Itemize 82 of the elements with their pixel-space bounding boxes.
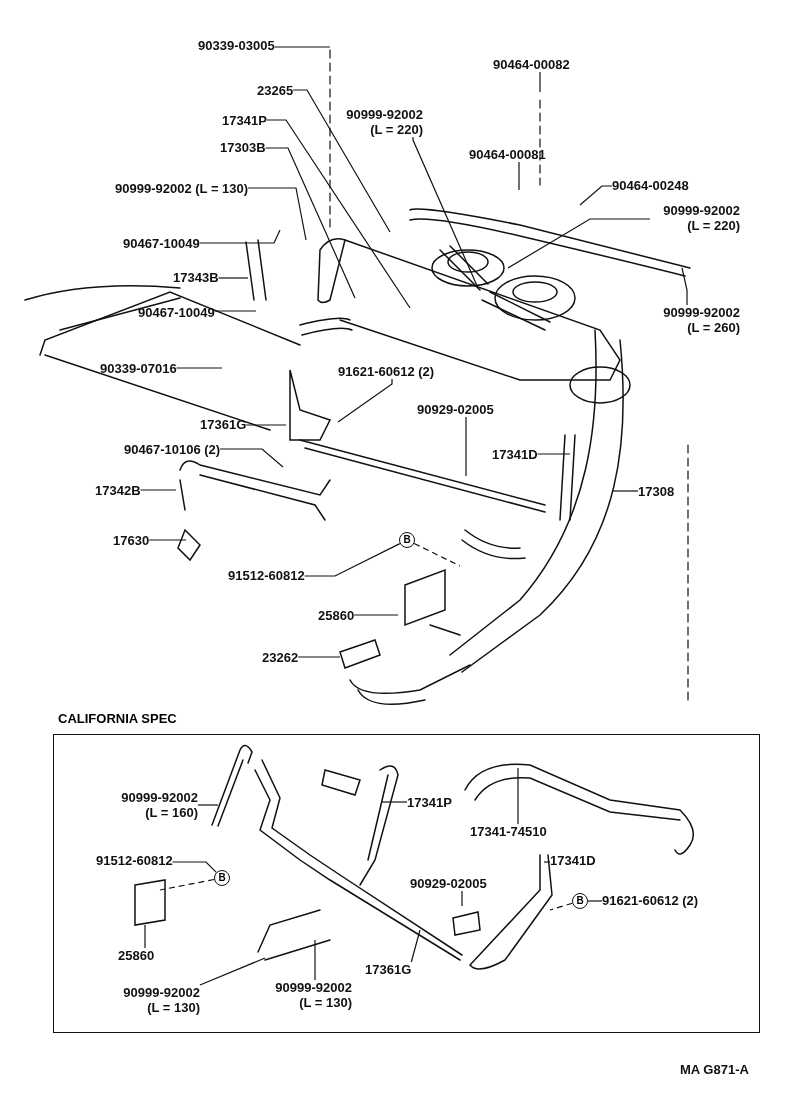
part-number: 17342B bbox=[95, 483, 141, 498]
part-number: 91512-60812 bbox=[96, 853, 173, 868]
leader-line bbox=[461, 890, 463, 907]
leader-line bbox=[266, 119, 411, 309]
leader-line bbox=[539, 71, 541, 93]
reference-circle: B bbox=[214, 870, 230, 886]
leader-line bbox=[337, 378, 393, 423]
part-number: 17308 bbox=[638, 484, 675, 499]
part-number: 91621-60612 (2) bbox=[338, 364, 435, 379]
part-number: 23265 bbox=[257, 83, 294, 98]
part-number: 23262 bbox=[262, 650, 299, 665]
leader-line bbox=[543, 861, 551, 863]
leader-line bbox=[536, 453, 571, 455]
part-number: 90467-10049 bbox=[138, 305, 215, 320]
leader-line bbox=[410, 929, 421, 963]
part-number: 90999-92002 (L = 260) bbox=[650, 305, 740, 335]
part-number: 90464-00082 bbox=[493, 57, 570, 72]
leader-line bbox=[217, 277, 249, 279]
part-number: 90999-92002 (L = 220) bbox=[333, 107, 423, 137]
leader-line bbox=[412, 136, 479, 289]
leader-line bbox=[297, 656, 341, 658]
part-number: 90999-92002 (L = 160) bbox=[108, 790, 198, 820]
reference-circle: B bbox=[572, 893, 588, 909]
part-number: 90999-92002 (L = 130) bbox=[110, 985, 200, 1015]
leader-line bbox=[579, 185, 613, 206]
leader-line bbox=[381, 801, 408, 803]
part-number: 90339-03005 bbox=[198, 38, 275, 53]
leader-line bbox=[199, 229, 281, 244]
leader-line bbox=[353, 614, 399, 616]
part-number: 90339-07016 bbox=[100, 361, 177, 376]
part-number: 90464-00248 bbox=[612, 178, 689, 193]
leader-line bbox=[214, 310, 257, 312]
part-number: 91621-60612 (2) bbox=[602, 893, 699, 908]
leader-line bbox=[518, 161, 520, 191]
drawing-code: MA G871-A bbox=[680, 1062, 749, 1077]
leader-line bbox=[144, 924, 146, 949]
leader-line bbox=[507, 218, 651, 269]
leader-line bbox=[465, 416, 467, 477]
leader-line bbox=[304, 543, 401, 577]
leader-line bbox=[292, 89, 391, 233]
part-number: 17341P bbox=[407, 795, 452, 810]
dashed-leader-line bbox=[413, 542, 461, 567]
leader-line bbox=[247, 187, 307, 241]
part-number: 90999-92002 (L = 220) bbox=[650, 203, 740, 233]
leader-line bbox=[199, 957, 266, 986]
part-number: 17630 bbox=[113, 533, 150, 548]
part-number: 17361G bbox=[200, 417, 247, 432]
part-number: 91512-60812 bbox=[228, 568, 305, 583]
dashed-leader-line bbox=[549, 902, 573, 911]
part-number: 90929-02005 bbox=[410, 876, 487, 891]
leader-line bbox=[176, 367, 223, 369]
leader-line bbox=[611, 490, 639, 492]
part-number: 90467-10049 bbox=[123, 236, 200, 251]
part-number: 17343B bbox=[173, 270, 219, 285]
leader-line bbox=[219, 448, 284, 468]
reference-circle: B bbox=[399, 532, 415, 548]
part-number: 17341D bbox=[550, 853, 596, 868]
inset-heading: CALIFORNIA SPEC bbox=[58, 711, 177, 726]
part-number: 17341P bbox=[222, 113, 267, 128]
part-number: 17361G bbox=[365, 962, 412, 977]
leader-line bbox=[172, 861, 217, 873]
part-number: 90467-10106 (2) bbox=[124, 442, 221, 457]
part-number: 25860 bbox=[318, 608, 355, 623]
leader-line bbox=[314, 939, 316, 981]
part-number: 17303B bbox=[220, 140, 266, 155]
leader-line bbox=[245, 424, 287, 426]
leader-line bbox=[264, 147, 356, 299]
part-number: 17341-74510 bbox=[470, 824, 547, 839]
part-number: 90464-00081 bbox=[469, 147, 546, 162]
part-number: 90999-92002 (L = 130) bbox=[262, 980, 352, 1010]
part-number: 90999-92002 (L = 130) bbox=[115, 181, 249, 196]
leader-line bbox=[274, 46, 331, 48]
leader-line bbox=[517, 767, 519, 825]
dashed-leader-line bbox=[159, 878, 215, 891]
leader-line bbox=[197, 804, 219, 806]
leader-line bbox=[148, 539, 187, 541]
leader-line bbox=[681, 267, 688, 306]
part-number: 90929-02005 bbox=[417, 402, 494, 417]
part-number: 17341D bbox=[492, 447, 538, 462]
leader-line bbox=[139, 489, 177, 491]
part-number: 25860 bbox=[118, 948, 155, 963]
leader-line bbox=[587, 900, 603, 902]
